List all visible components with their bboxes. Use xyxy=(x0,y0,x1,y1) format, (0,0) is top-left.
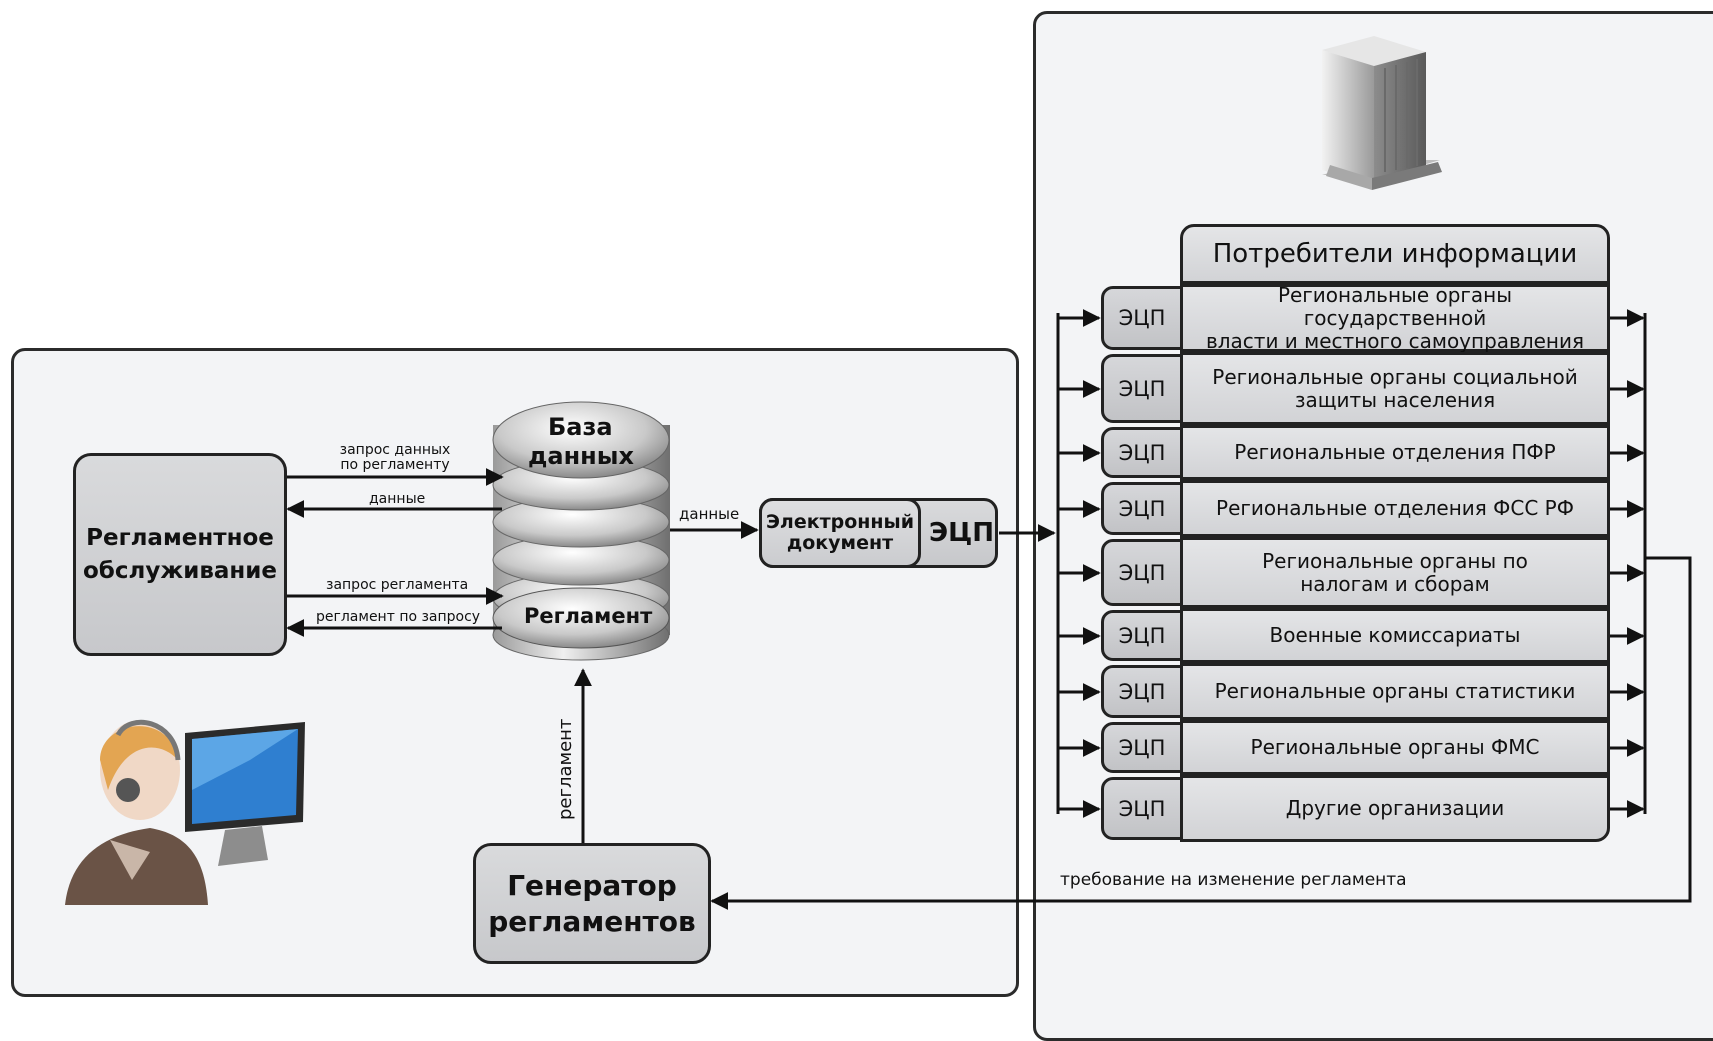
consumer-row: Другие организации xyxy=(1180,775,1610,842)
consumer-row-line1: Региональные органы статистики xyxy=(1214,679,1576,703)
edoc-label-box: Электронный документ xyxy=(759,498,921,568)
database-label-line1: База xyxy=(548,413,613,441)
database-label-line2: данных xyxy=(528,442,634,470)
consumer-ecp-tab: ЭЦП xyxy=(1101,354,1183,423)
edoc-label-line2: документ xyxy=(786,532,894,554)
consumer-row-line1: Региональные органы государственной xyxy=(1277,282,1513,330)
generator-line2: регламентов xyxy=(488,904,696,938)
consumer-ecp-tab: ЭЦП xyxy=(1101,777,1183,840)
reglament-service-line1: Регламентное xyxy=(86,524,274,551)
label-data-out: данные xyxy=(679,505,740,523)
consumer-ecp-tab: ЭЦП xyxy=(1101,665,1183,718)
label-query-data-line1: запрос данных xyxy=(339,442,451,458)
reglament-service-box: Регламентное обслуживание xyxy=(73,453,287,656)
consumer-ecp-tab: ЭЦП xyxy=(1101,427,1183,478)
label-data: данные xyxy=(369,491,426,507)
consumer-row-line2: власти и местного самоуправления xyxy=(1205,328,1585,353)
generator-line1: Генератор xyxy=(507,868,677,902)
label-change-request: требование на изменение регламента xyxy=(1060,870,1407,890)
consumers-title-text: Потребители информации xyxy=(1212,239,1578,269)
reglament-generator-box: Генератор регламентов xyxy=(473,843,711,964)
consumer-row: Военные комиссариаты xyxy=(1180,608,1610,663)
consumer-row: Региональные отделения ФСС РФ xyxy=(1180,480,1610,537)
consumer-row-line1: Региональные отделения ФСС РФ xyxy=(1216,496,1574,520)
consumers-title: Потребители информации xyxy=(1180,224,1610,284)
consumer-row-line2: защиты населения xyxy=(1294,387,1496,412)
label-reglament-vertical: регламент xyxy=(555,718,576,820)
reglament-service-line2: обслуживание xyxy=(82,557,278,584)
consumer-row-line1: Другие организации xyxy=(1285,796,1505,820)
consumer-ecp-tab: ЭЦП xyxy=(1101,610,1183,661)
consumer-row-line1: Региональные органы ФМС xyxy=(1250,735,1540,759)
label-query-reglament: запрос регламента xyxy=(326,577,469,593)
consumer-row-line1: Региональные отделения ПФР xyxy=(1234,440,1556,464)
edoc-ecp-label: ЭЦП xyxy=(929,518,994,548)
consumer-row: Региональные отделения ПФР xyxy=(1180,425,1610,480)
consumer-row: Региональные органы статистики xyxy=(1180,663,1610,720)
consumer-ecp-tab: ЭЦП xyxy=(1101,539,1183,606)
consumer-ecp-tab: ЭЦП xyxy=(1101,722,1183,773)
consumer-row-line2: налогам и сборам xyxy=(1300,571,1490,596)
label-query-data-line2: по регламенту xyxy=(340,457,450,473)
consumer-row-line1: Военные комиссариаты xyxy=(1269,623,1521,647)
label-reglament-by-request: регламент по запросу xyxy=(316,609,481,625)
edoc-label-line1: Электронный xyxy=(765,511,915,533)
consumer-row-line1: Региональные органы по xyxy=(1262,548,1528,573)
consumer-row: Региональные органы ФМС xyxy=(1180,720,1610,775)
label-query-data: запрос данных по регламенту xyxy=(330,443,460,473)
database-reglament-label: Регламент xyxy=(524,604,653,628)
consumer-ecp-tab: ЭЦП xyxy=(1101,286,1183,350)
consumer-ecp-tab: ЭЦП xyxy=(1101,482,1183,535)
consumer-row-line1: Региональные органы социальной xyxy=(1212,364,1578,389)
